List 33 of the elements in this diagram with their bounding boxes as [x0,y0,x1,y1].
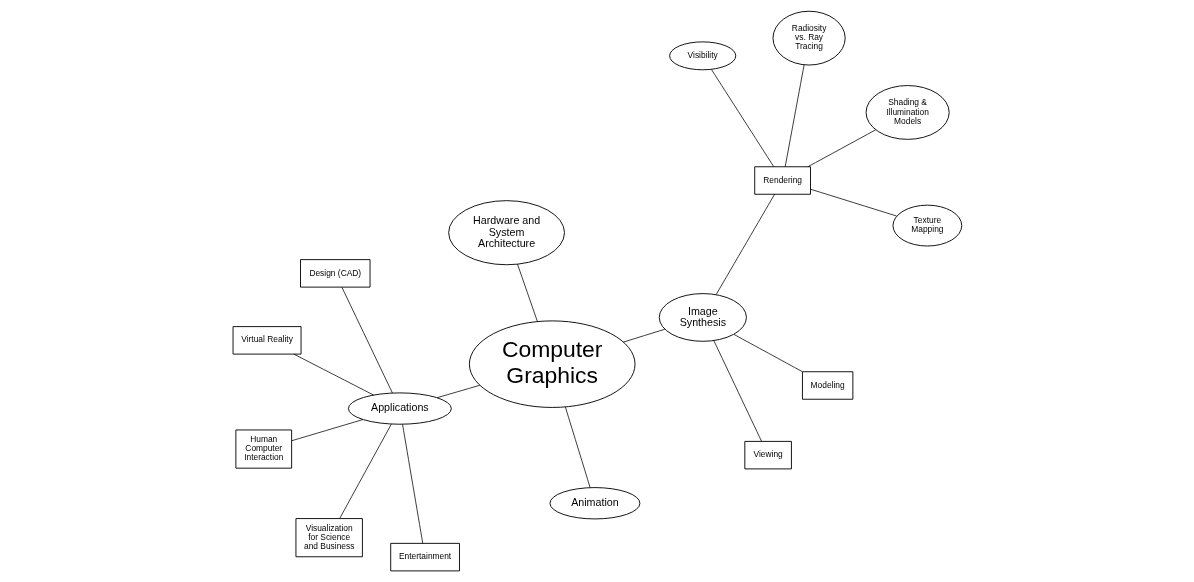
node-box: Rendering [753,166,811,195]
node-box: Viewing [743,440,792,470]
node-box: Design (CAD) [299,259,370,288]
node-ellipse: Shading & Illumination Models [865,85,950,140]
connector [733,334,803,373]
node-ellipse: Radiosity vs. Ray Tracing [772,10,846,66]
connector [436,384,480,399]
connector [712,340,762,442]
node-box: Human Computer Interaction [234,429,292,469]
node-box: Virtual Reality [232,326,301,355]
connector [807,129,876,168]
node-ellipse: Image Synthesis [658,293,747,342]
connector [622,328,665,343]
connector [401,424,423,544]
connector [293,353,374,396]
node-box: Entertainment [389,542,460,572]
connector [338,423,392,519]
node-ellipse: Hardware and System Architecture [447,200,565,266]
connector [341,286,393,394]
node-ellipse: Visibility [668,41,736,71]
node-ellipse: Animation [549,487,640,520]
connector [715,193,775,295]
connector [809,188,897,217]
connector [710,69,774,168]
connector [784,64,804,167]
node-box: Modeling [801,371,853,400]
node-ellipse: Computer Graphics [468,320,635,408]
node-ellipse: Texture Mapping [892,204,962,247]
connector [290,419,363,442]
connector [516,263,538,322]
connector [564,406,590,488]
node-box: Visualization for Science and Business [295,518,363,558]
node-ellipse: Applications [347,392,452,425]
